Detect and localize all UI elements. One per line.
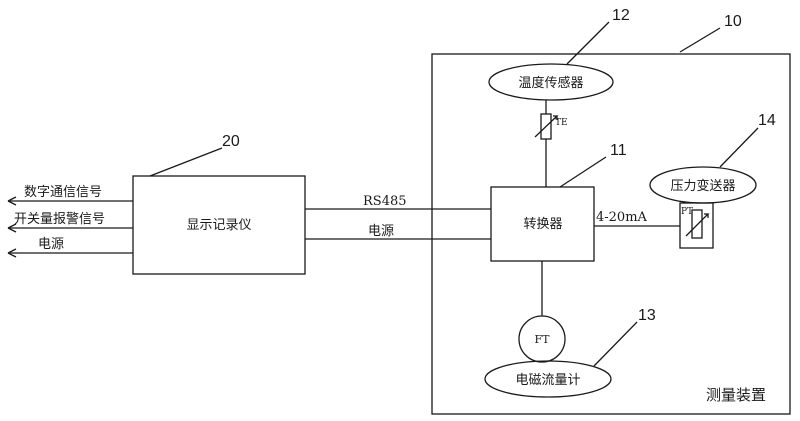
- flowmeter-ref-number: 13: [638, 307, 656, 324]
- flowmeter-label: 电磁流量计: [515, 373, 580, 388]
- display-recorder-label: 显示记录仪: [186, 218, 251, 233]
- measurement-device-box: [431, 53, 791, 415]
- output-power: 电源: [7, 237, 133, 258]
- rs485-label: RS485: [363, 194, 407, 209]
- device-leader-line: [679, 27, 721, 53]
- recorder-ref-number: 20: [222, 133, 240, 150]
- temp-sensor-label: 温度传感器: [518, 75, 583, 91]
- flowmeter-leader-line: [593, 321, 638, 367]
- te-element-icon: [534, 113, 559, 140]
- display-recorder-box: [132, 175, 306, 275]
- pt-label: PT: [681, 207, 693, 217]
- pressure-transmitter-label: 压力变送器: [670, 178, 735, 194]
- current-label: 4-20mA: [596, 210, 648, 225]
- output-power-label: 电源: [38, 237, 64, 252]
- pressure-leader-line: [719, 127, 759, 168]
- pt-element-icon: [685, 209, 710, 239]
- converter-leader-line: [559, 156, 607, 188]
- temp-sensor-ref-number: 12: [612, 7, 630, 24]
- device-ref-number: 10: [724, 13, 742, 30]
- temp-sensor-ellipse: [488, 63, 614, 101]
- te-label: TE: [555, 118, 568, 128]
- flowmeter-ellipse: [484, 360, 612, 398]
- output-alarm-label: 开关量报警信号: [14, 211, 105, 227]
- temp-sensor-leader-line: [566, 21, 610, 65]
- output-digital-label: 数字通信信号: [24, 185, 102, 200]
- output-alarm-signal: 开关量报警信号: [7, 211, 133, 233]
- device-label: 测量装置: [706, 386, 766, 404]
- converter-label: 转换器: [523, 217, 562, 232]
- output-digital-signal: 数字通信信号: [7, 185, 133, 206]
- pressure-ref-number: 14: [758, 112, 776, 129]
- converter-ref-number: 11: [610, 142, 627, 159]
- ft-label: FT: [535, 333, 551, 346]
- recorder-leader-line: [149, 147, 223, 177]
- ft-circle: [518, 315, 566, 363]
- power-link-label: 电源: [368, 224, 394, 239]
